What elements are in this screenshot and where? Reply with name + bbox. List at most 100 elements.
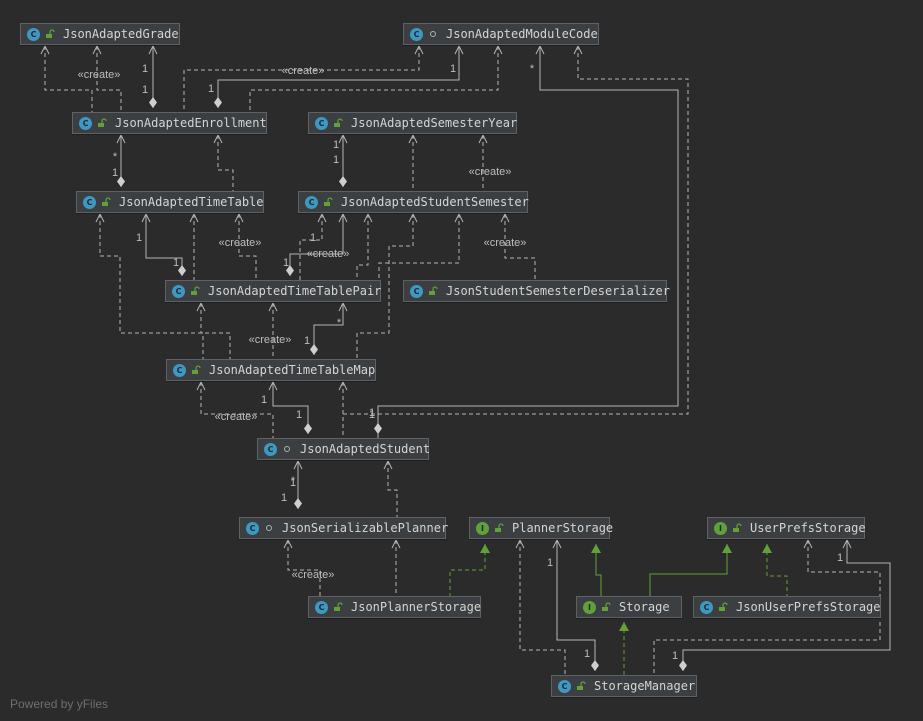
multiplicity-label: 1 [112,167,118,179]
multiplicity-label: 1 [369,409,375,421]
arrowhead [189,212,199,223]
arrowhead [408,133,418,144]
composition-diamond [339,176,347,187]
interface-icon: I [476,521,489,535]
multiplicity-label: * [113,151,118,163]
realization-edge [766,544,788,596]
arrowhead [414,44,424,55]
composition-diamond [286,265,294,276]
interface-icon: I [583,600,596,614]
multiplicity-label: 1 [584,648,590,660]
multiplicity-label: 1 [333,154,339,166]
dependency-edge [238,214,257,280]
stereotype-label: «create» [215,411,258,423]
arrowhead [92,44,102,55]
association-edge [377,46,679,438]
node-userprefsstorage[interactable]: I UserPrefsStorage [707,517,866,539]
composition-diamond [310,344,318,355]
realization-arrowhead [762,544,772,553]
stereotype-label: «create» [484,237,527,249]
unlock-icon [601,602,611,612]
realization-edge [649,544,728,596]
arrowhead [293,459,303,470]
class-icon: C [315,600,328,614]
package-dot-icon [428,29,438,39]
multiplicity-label: * [530,63,535,75]
node-serial[interactable]: C JsonSerializablePlanner [239,517,449,539]
arrowhead [803,538,813,549]
node-label: JsonSerializablePlanner [282,521,449,535]
class-icon: C [700,600,713,614]
unlock-icon [494,523,504,533]
arrowhead [234,212,244,223]
dependency-edge [99,214,231,359]
stereotype-label: «create» [292,569,335,581]
multiplicity-label: 1 [281,492,287,504]
node-label: JsonAdaptedEnrollment [115,116,267,130]
multiplicity-label: * [291,475,296,487]
association-edge [682,540,891,671]
arrowhead [141,212,151,223]
association-edge [313,303,344,355]
node-label: JsonAdaptedStudentSemester [341,195,529,209]
unlock-icon [718,602,728,612]
interface-icon: I [714,521,727,535]
multiplicity-label: 1 [333,139,339,151]
unlock-icon [732,523,742,533]
arrowhead [196,380,206,391]
dependency-edge [287,540,321,596]
multiplicity-label: 1 [208,83,214,95]
node-label: JsonAdaptedTimeTableMap [209,363,376,377]
arrowhead [391,538,401,549]
realization-edge [449,544,486,596]
association-edge [272,382,309,434]
dependency-edge [299,214,323,280]
node-label: JsonStudentSemesterDeserializer [446,284,670,298]
arrowhead [196,301,206,312]
arrowhead [116,133,126,144]
class-icon: C [410,284,423,298]
node-storage[interactable]: I Storage [576,596,682,618]
class-icon: C [172,284,185,298]
arrowhead [383,459,393,470]
multiplicity-label: 1 [672,650,678,662]
arrowhead [515,538,525,549]
unlock-icon [333,118,343,128]
multiplicity-label: 1 [142,84,148,96]
node-plannerstorage[interactable]: I PlannerStorage [469,517,614,539]
node-label: JsonAdaptedStudent [300,442,431,456]
realization-edge [595,544,602,596]
class-icon: C [246,521,259,535]
dependency-edge [356,214,414,359]
node-deser[interactable]: C JsonStudentSemesterDeserializer [403,280,670,302]
multiplicity-label: 1 [173,257,179,269]
arrowhead [842,538,852,549]
association-edge [289,214,344,276]
arrowhead [535,44,545,55]
dependency-edge [249,46,499,112]
association-edge [556,540,596,671]
dependency-edge [356,214,369,280]
arrowhead [40,44,50,55]
node-label: UserPrefsStorage [750,521,866,535]
class-icon: C [315,116,328,130]
stereotype-label: «create» [78,69,121,81]
arrowhead [338,301,348,312]
unlock-icon [45,29,55,39]
node-label: Storage [619,600,670,614]
node-label: PlannerStorage [512,521,614,535]
arrowhead [338,212,348,223]
